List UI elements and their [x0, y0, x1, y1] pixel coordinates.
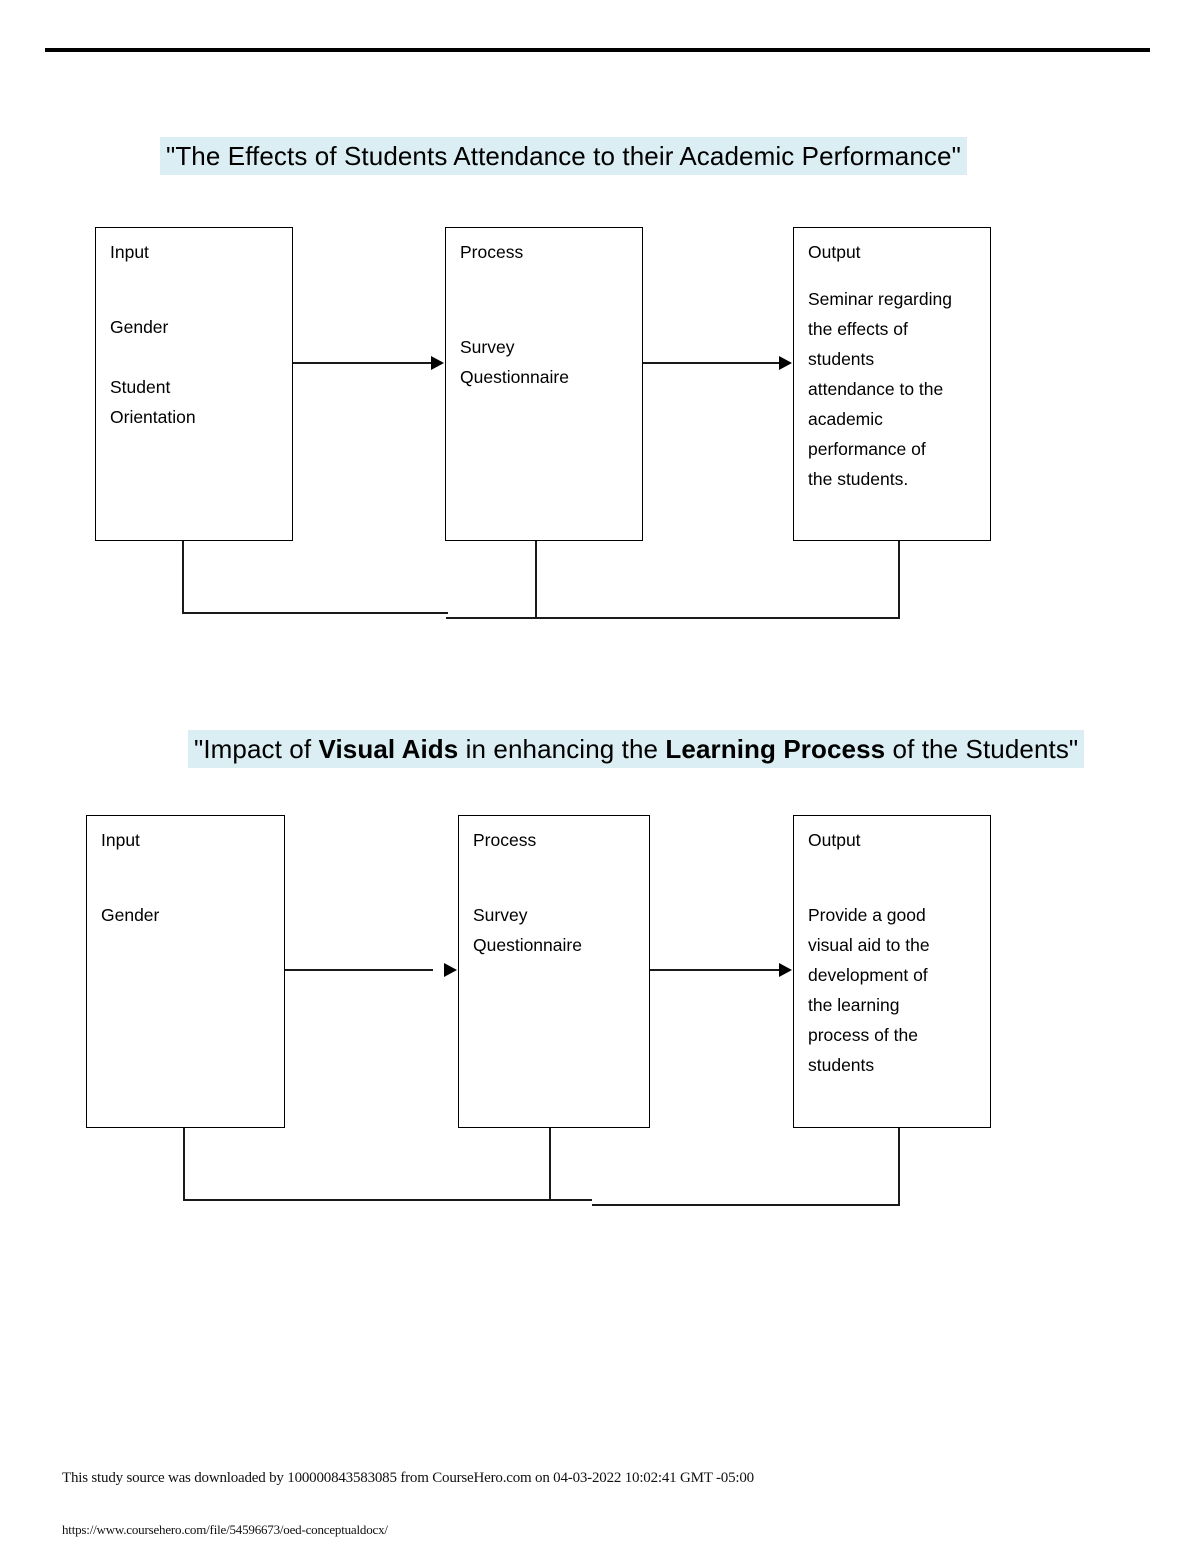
- box-body-line: students: [808, 1055, 875, 1075]
- framework-2-input-body: Gender: [101, 900, 276, 930]
- box-body-line: Orientation: [110, 407, 196, 427]
- box-body-line: Survey: [460, 337, 515, 357]
- framework-2-title: "Impact of Visual Aids in enhancing the …: [188, 730, 1085, 768]
- box-body-line: visual aid to the: [808, 935, 930, 955]
- framework-1-input-heading: Input: [110, 242, 149, 262]
- framework-1-feedback-drop-process: [535, 541, 537, 618]
- box-body-line: the students.: [808, 469, 909, 489]
- box-body-line: Gender: [101, 905, 160, 925]
- box-body-line: the learning: [808, 995, 900, 1015]
- framework-2-feedback-drop-input: [183, 1128, 185, 1200]
- box-body-line: students: [808, 349, 875, 369]
- framework-1-arrow-process-to-output-line: [643, 362, 781, 364]
- framework-1-output-heading: Output: [808, 242, 861, 262]
- box-body-line: Survey: [473, 905, 528, 925]
- box-body-line: [110, 342, 284, 372]
- top-horizontal-rule: [45, 48, 1150, 52]
- framework-2-output-body: Provide a good visual aid to the developme…: [808, 900, 982, 1080]
- title-emphasis: Learning Process: [665, 734, 886, 764]
- framework-1-arrow-process-to-output-head: [779, 356, 792, 370]
- box-body-line: the effects of: [808, 319, 908, 339]
- framework-2-arrow-input-to-process-line: [285, 969, 433, 971]
- framework-2-process-heading: Process: [473, 830, 537, 850]
- title-text: of the Students": [885, 734, 1079, 764]
- framework-2-input-box: Input Gender: [86, 815, 285, 1128]
- framework-1-feedback-horizontal-left: [182, 612, 448, 614]
- framework-1-process-heading: Process: [460, 242, 524, 262]
- framework-2-feedback-horizontal-left: [183, 1199, 592, 1201]
- box-body-line: development of: [808, 965, 928, 985]
- framework-2-arrow-process-to-output-line: [650, 969, 780, 971]
- framework-2-arrow-input-to-process-head: [444, 963, 457, 977]
- box-body-line: Seminar regarding: [808, 289, 952, 309]
- box-body-line: Student: [110, 377, 171, 397]
- framework-2-feedback-drop-output: [898, 1128, 900, 1205]
- framework-1-title: "The Effects of Students Attendance to t…: [160, 137, 967, 175]
- framework-1-feedback-drop-output: [898, 541, 900, 618]
- box-body-line: academic: [808, 409, 883, 429]
- download-notice: This study source was downloaded by 1000…: [62, 1470, 754, 1486]
- title-text: "The Effects of Students Attendance to t…: [166, 141, 961, 171]
- framework-1-output-box: Output Seminar regarding the effects of st…: [793, 227, 991, 541]
- box-body-line: Questionnaire: [460, 367, 569, 387]
- framework-1-arrow-input-to-process-head: [431, 356, 444, 370]
- box-body-line: Gender: [110, 317, 169, 337]
- framework-1-feedback-drop-input: [182, 541, 184, 613]
- box-body-line: performance of: [808, 439, 926, 459]
- title-emphasis: Visual Aids: [318, 734, 459, 764]
- title-text: "Impact of: [194, 734, 319, 764]
- framework-1-output-body: Seminar regarding the effects of students a…: [808, 284, 982, 494]
- box-body-line: process of the: [808, 1025, 918, 1045]
- framework-2-input-heading: Input: [101, 830, 140, 850]
- box-body-line: Questionnaire: [473, 935, 582, 955]
- framework-1-feedback-horizontal-right: [446, 617, 900, 619]
- source-url[interactable]: https://www.coursehero.com/file/54596673…: [62, 1522, 388, 1537]
- framework-1-arrow-input-to-process-line: [293, 362, 433, 364]
- framework-2-output-box: Output Provide a good visual aid to the de…: [793, 815, 991, 1128]
- box-body-line: Provide a good: [808, 905, 926, 925]
- framework-2-feedback-drop-process: [549, 1128, 551, 1200]
- framework-2-arrow-process-to-output-head: [779, 963, 792, 977]
- box-body-line: attendance to the: [808, 379, 944, 399]
- title-text: in enhancing the: [458, 734, 666, 764]
- framework-2-output-heading: Output: [808, 830, 861, 850]
- framework-2-feedback-horizontal-right: [592, 1204, 900, 1206]
